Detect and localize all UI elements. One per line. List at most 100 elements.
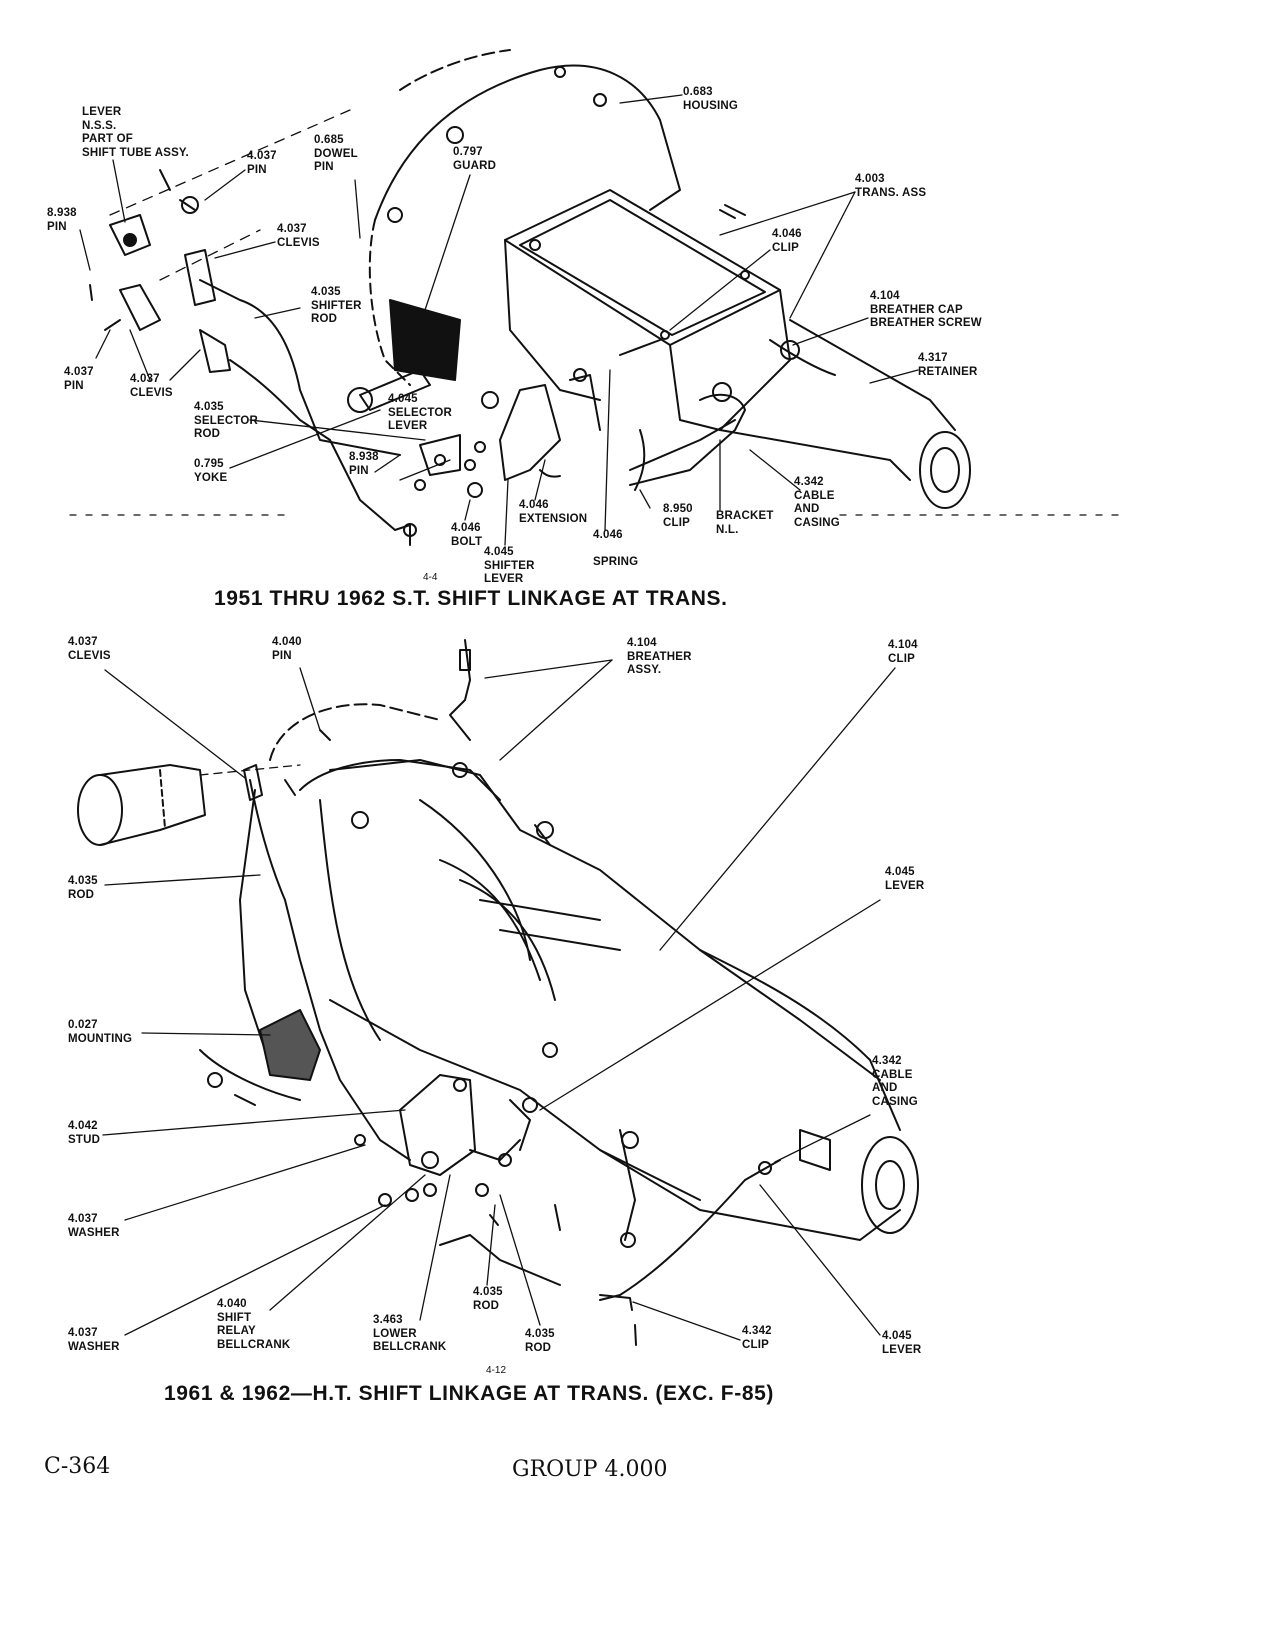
callout-line: LOWER bbox=[373, 1327, 417, 1340]
callout-line: 0.027 bbox=[68, 1019, 98, 1031]
callout-line: ROD bbox=[311, 313, 338, 325]
callout-line: 8.950 bbox=[663, 503, 693, 515]
callout-line: CLIP bbox=[888, 652, 915, 665]
callout-line: CLIP bbox=[742, 1338, 769, 1351]
callout-line: ROD bbox=[473, 1299, 500, 1312]
callout-line: CLEVIS bbox=[130, 386, 173, 399]
callout-line: CLEVIS bbox=[68, 649, 111, 662]
callout-line: RELAY bbox=[217, 1325, 256, 1337]
callout-line: 4.045 bbox=[388, 393, 418, 405]
callout-line: 4.040 bbox=[217, 1298, 247, 1310]
callout-line: 0.683 bbox=[683, 86, 713, 98]
callout-line: 4.003 bbox=[855, 173, 885, 185]
callout-line: GUARD bbox=[453, 159, 497, 172]
callout-line: ROD bbox=[68, 888, 95, 901]
callout-line: 4.045 bbox=[885, 866, 915, 878]
callout-line: PIN bbox=[247, 163, 267, 176]
callout-line: AND bbox=[872, 1082, 898, 1094]
callout-line: BELLCRANK bbox=[217, 1338, 291, 1351]
group-label: GROUP 4.000 bbox=[512, 1457, 668, 1482]
callout-line: 4.104 bbox=[888, 639, 918, 651]
callout-line: 4.037 bbox=[277, 223, 307, 235]
callout-line: ASSY. bbox=[627, 664, 662, 676]
callout-line: BOLT bbox=[451, 535, 483, 548]
callout-line: 0.797 bbox=[453, 146, 483, 158]
callout-line: BREATHER bbox=[627, 650, 692, 663]
callout-line: 4.104 bbox=[627, 637, 657, 649]
callout-line: 4.045 bbox=[882, 1330, 912, 1342]
callout-line: TRANS. ASS bbox=[855, 186, 927, 199]
callout-line: 4.046 bbox=[772, 228, 802, 240]
callout-line: STUD bbox=[68, 1133, 101, 1146]
callout-line: 0.685 bbox=[314, 134, 344, 146]
callout-line: 4.037 bbox=[130, 373, 160, 385]
callout-line: PART OF bbox=[82, 133, 134, 145]
callout-line: 4.035 bbox=[525, 1328, 555, 1340]
callout-line: HOUSING bbox=[683, 99, 739, 112]
figure-1-number: 4-4 bbox=[423, 572, 438, 583]
callout-line: LEVER bbox=[882, 1343, 922, 1356]
callout-line: CABLE bbox=[872, 1068, 913, 1081]
callout-line: 4.037 bbox=[247, 150, 277, 162]
callout-line: ROD bbox=[194, 428, 221, 440]
callout-line: 4.042 bbox=[68, 1120, 98, 1132]
callout-line: 3.463 bbox=[373, 1314, 403, 1326]
callout-line: 4.035 bbox=[194, 401, 224, 413]
callout-line: 4.037 bbox=[68, 1213, 98, 1225]
figure-2-caption: 1961 & 1962—H.T. SHIFT LINKAGE AT TRANS.… bbox=[164, 1382, 774, 1405]
callout-line: SHIFT TUBE ASSY. bbox=[82, 146, 189, 159]
callout-line: LEVER bbox=[885, 879, 925, 892]
callout-line: BREATHER SCREW bbox=[870, 317, 982, 329]
callout-line: BELLCRANK bbox=[373, 1341, 447, 1353]
callout-line: EXTENSION bbox=[519, 512, 588, 525]
callout-line: PIN bbox=[47, 220, 67, 233]
callout-line: YOKE bbox=[194, 471, 228, 484]
callout-line: 4.040 bbox=[272, 636, 302, 648]
callout-spring: 4.046 SPRING bbox=[593, 529, 638, 570]
callout-line: 4.035 bbox=[68, 875, 98, 887]
callout-line: RETAINER bbox=[918, 365, 978, 378]
callout-line: 0.795 bbox=[194, 458, 224, 470]
callout-line: CLIP bbox=[663, 516, 690, 529]
callout-line: DOWEL bbox=[314, 147, 358, 160]
callout-line: SHIFTER bbox=[311, 299, 362, 312]
callout-line: LEVER bbox=[388, 420, 428, 432]
callout-line: BREATHER CAP bbox=[870, 303, 963, 316]
callout-line: SPRING bbox=[593, 556, 639, 568]
callout-line: 8.938 bbox=[349, 451, 379, 463]
callout-line: 4.104 bbox=[870, 290, 900, 302]
callout-line: AND bbox=[794, 503, 820, 515]
callout-line: ROD bbox=[525, 1341, 552, 1354]
callout-line: CLEVIS bbox=[277, 236, 320, 249]
callout-line: LEVER bbox=[82, 106, 122, 118]
callout-line: 4.037 bbox=[68, 1327, 98, 1339]
